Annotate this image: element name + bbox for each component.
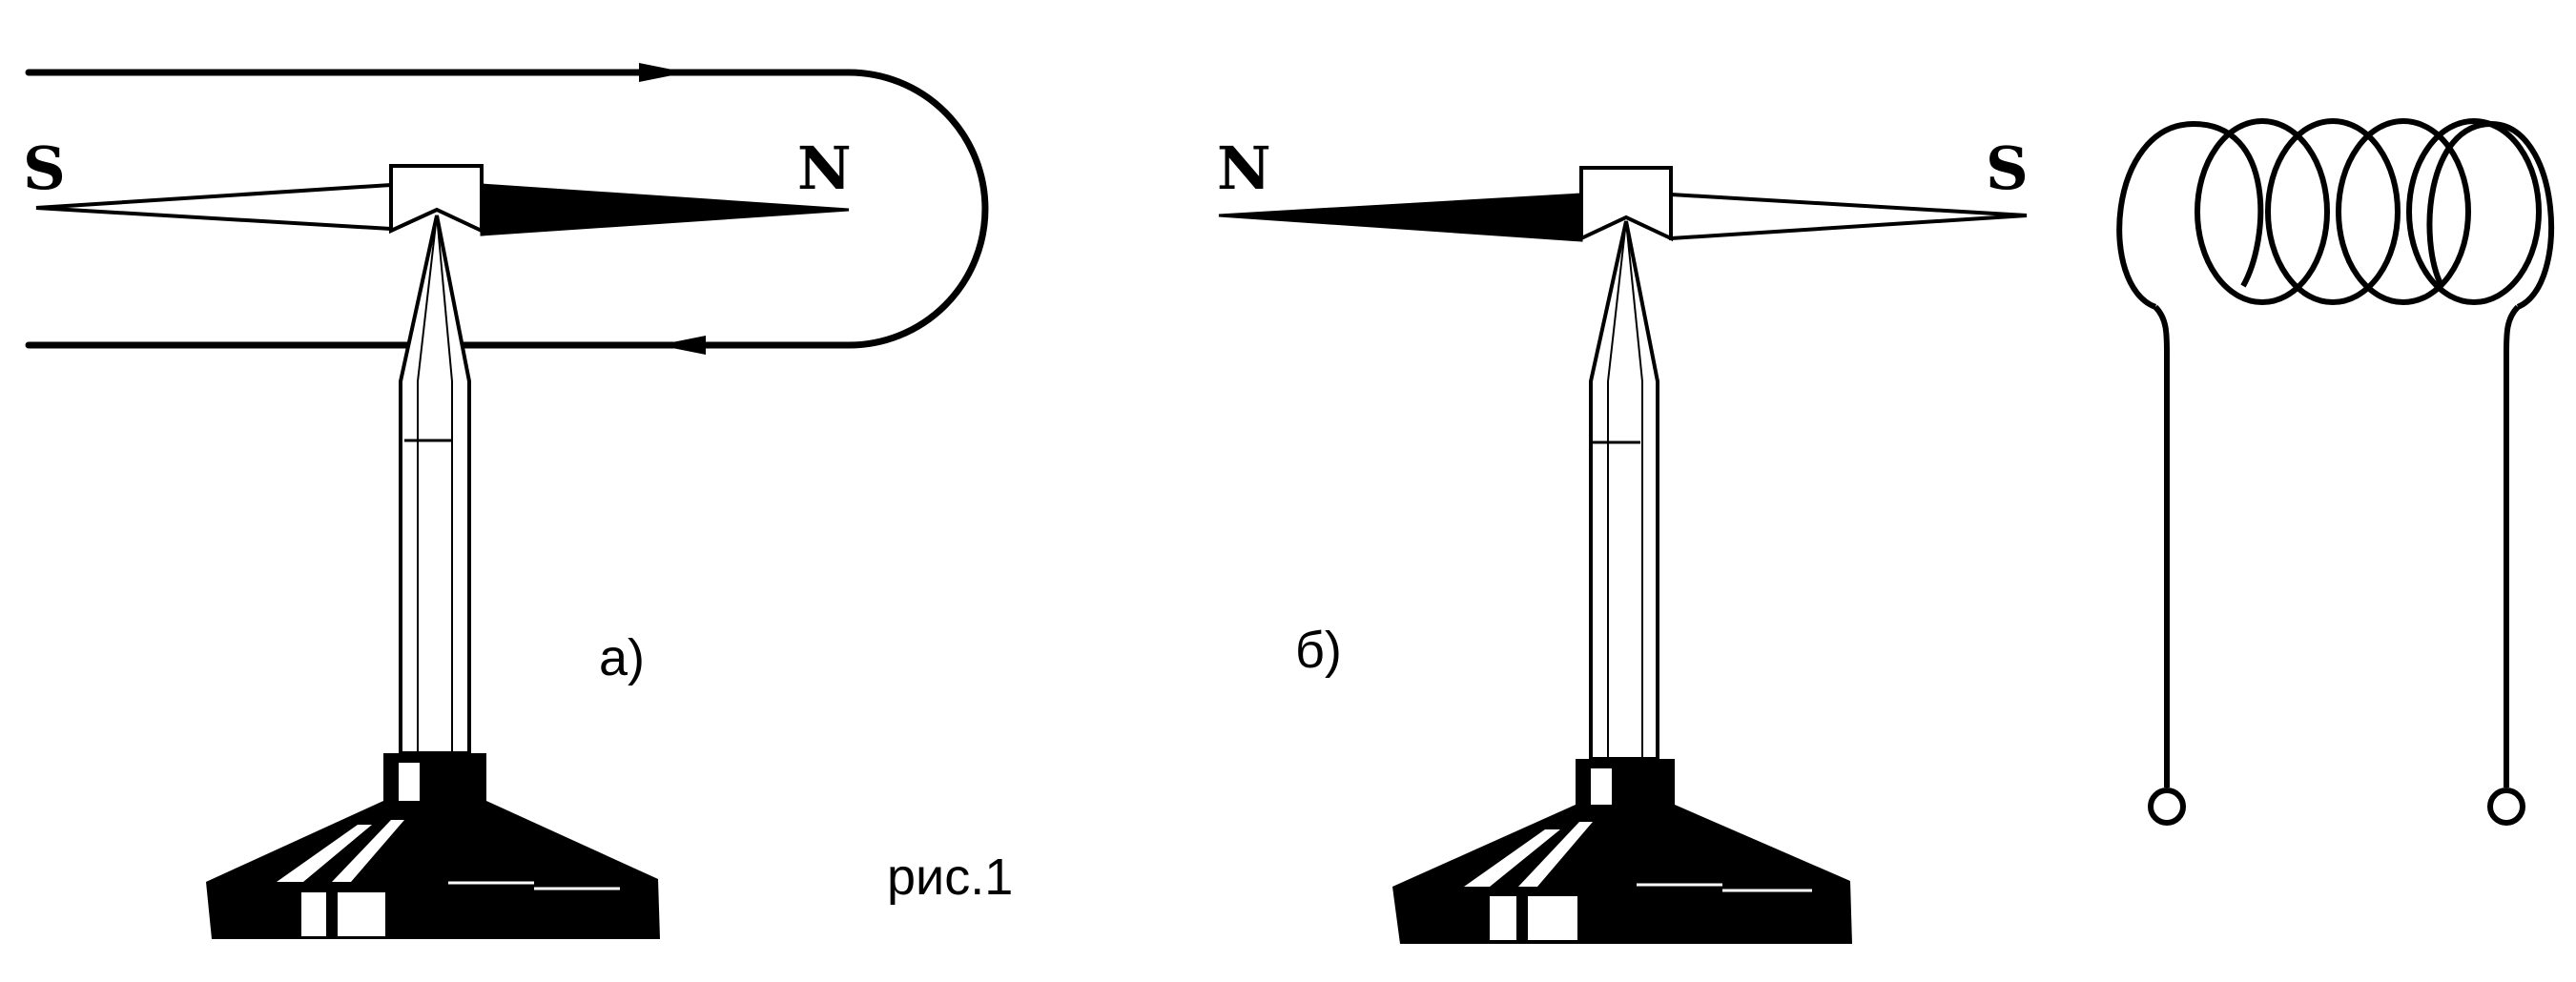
figure-a-label: а) xyxy=(599,629,645,686)
needle-pivot-cap xyxy=(1579,166,1673,242)
needle-pivot-cap xyxy=(389,164,484,235)
solenoid-coil xyxy=(2116,118,2554,826)
needle-s-half xyxy=(1669,192,2028,241)
pole-label-n: N xyxy=(797,133,852,203)
needle-stand xyxy=(1589,220,1659,761)
pole-label-n: N xyxy=(1217,133,1271,203)
needle-s-half xyxy=(35,182,393,232)
figure-b: N S б) xyxy=(1217,133,2029,944)
needle-stand xyxy=(399,215,471,755)
terminal-right xyxy=(2487,788,2525,826)
needle-n-half xyxy=(1218,193,1583,242)
wire-loop xyxy=(25,63,989,355)
figure-caption: рис.1 xyxy=(887,849,1013,906)
figure-b-label: б) xyxy=(1295,622,1342,679)
stand-base xyxy=(206,753,660,939)
stand-base xyxy=(1392,759,1852,944)
current-arrow-top xyxy=(639,63,687,82)
current-arrow-bottom xyxy=(658,336,706,355)
needle-n-half xyxy=(480,183,850,236)
pole-label-s: S xyxy=(23,133,66,203)
magnetic-needle xyxy=(35,164,850,236)
terminal-left xyxy=(2148,788,2186,826)
pole-label-s: S xyxy=(1986,133,2029,203)
figure-a: S N а) xyxy=(23,63,989,939)
magnetic-needle-reversed xyxy=(1218,166,2028,242)
